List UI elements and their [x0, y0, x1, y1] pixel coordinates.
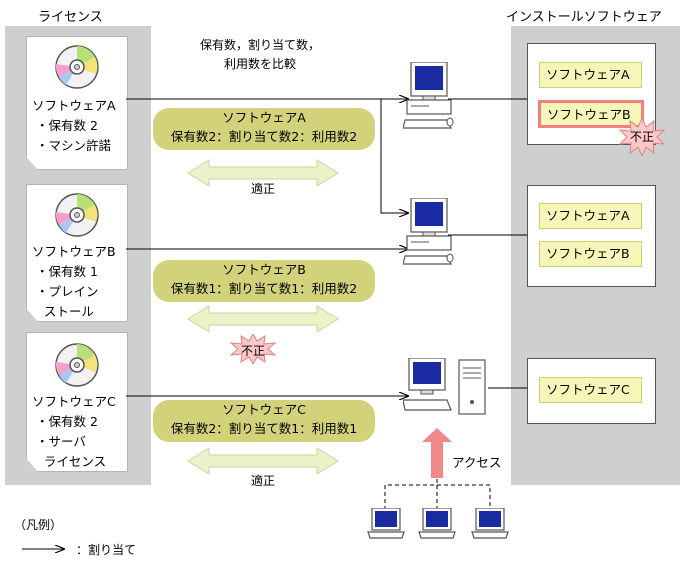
desktop-pc-icon — [403, 62, 454, 129]
alloc-counts-c: 保有数2：割り当て数1：利用数1 — [170, 421, 358, 436]
cd-icon — [55, 193, 99, 237]
desktop-pc-icon — [403, 198, 454, 265]
laptop-icon — [471, 508, 509, 539]
double-arrow-icon — [187, 447, 339, 475]
legend-arrow-label: ：割り当て — [76, 543, 137, 557]
install-item: ソフトウェアA — [539, 203, 642, 229]
illegal-burst-icon — [619, 118, 665, 156]
install-box-pc2: ソフトウェアA ソフトウェアB — [527, 185, 656, 287]
server-icon — [403, 358, 486, 415]
install-item: ソフトウェアC — [539, 377, 642, 403]
alloc-box-b: ソフトウェアB 保有数1：割り当て数1：利用数2 — [153, 260, 375, 302]
license-doc-a — [26, 36, 128, 170]
alloc-box-a: ソフトウェアA 保有数2：割り当て数2：利用数2 — [153, 108, 375, 150]
access-arrow-icon — [422, 428, 452, 478]
verdict-b: 不正 — [240, 344, 265, 358]
install-panel-title: インストールソフトウェア — [506, 10, 662, 25]
access-label: アクセス — [452, 455, 502, 470]
verdict-a: 適正 — [250, 182, 275, 196]
illegal-badge: 不正 — [629, 130, 654, 144]
double-arrow-icon — [187, 305, 339, 333]
illegal-burst-icon — [230, 334, 276, 364]
install-item-illegal: ソフトウェアB — [538, 100, 644, 128]
license-panel-title: ライセンス — [38, 10, 103, 25]
alloc-name-b: ソフトウェアB — [222, 262, 306, 277]
license-text-b: ソフトウェアB ・保有数 1 ・プレイン ストール — [32, 244, 116, 319]
install-item: ソフトウェアA — [539, 62, 642, 88]
alloc-counts-b: 保有数1：割り当て数1：利用数2 — [170, 281, 358, 296]
install-box-server: ソフトウェアC — [527, 358, 656, 424]
license-doc-c — [26, 332, 128, 472]
legend-title: （凡例） — [14, 518, 63, 532]
verdict-c: 適正 — [250, 474, 275, 488]
double-arrow-icon — [187, 159, 339, 187]
laptop-icon — [418, 508, 456, 539]
alloc-box-c: ソフトウェアC 保有数2：割り当て数1：利用数1 — [153, 400, 375, 442]
install-item: ソフトウェアB — [539, 241, 642, 267]
cd-icon — [55, 45, 99, 89]
license-text-a: ソフトウェアA ・保有数 2 ・マシン許諾 — [32, 98, 116, 153]
laptop-icon — [367, 508, 405, 539]
license-text-c: ソフトウェアC ・保有数 2 ・サーバ ライセンス — [32, 394, 116, 469]
cd-icon — [55, 343, 99, 387]
alloc-name-c: ソフトウェアC — [222, 402, 306, 417]
compare-note: 保有数，割り当て数， 利用数を比較 — [199, 38, 320, 71]
alloc-counts-a: 保有数2：割り当て数2：利用数2 — [170, 129, 358, 144]
alloc-name-a: ソフトウェアA — [222, 110, 306, 125]
